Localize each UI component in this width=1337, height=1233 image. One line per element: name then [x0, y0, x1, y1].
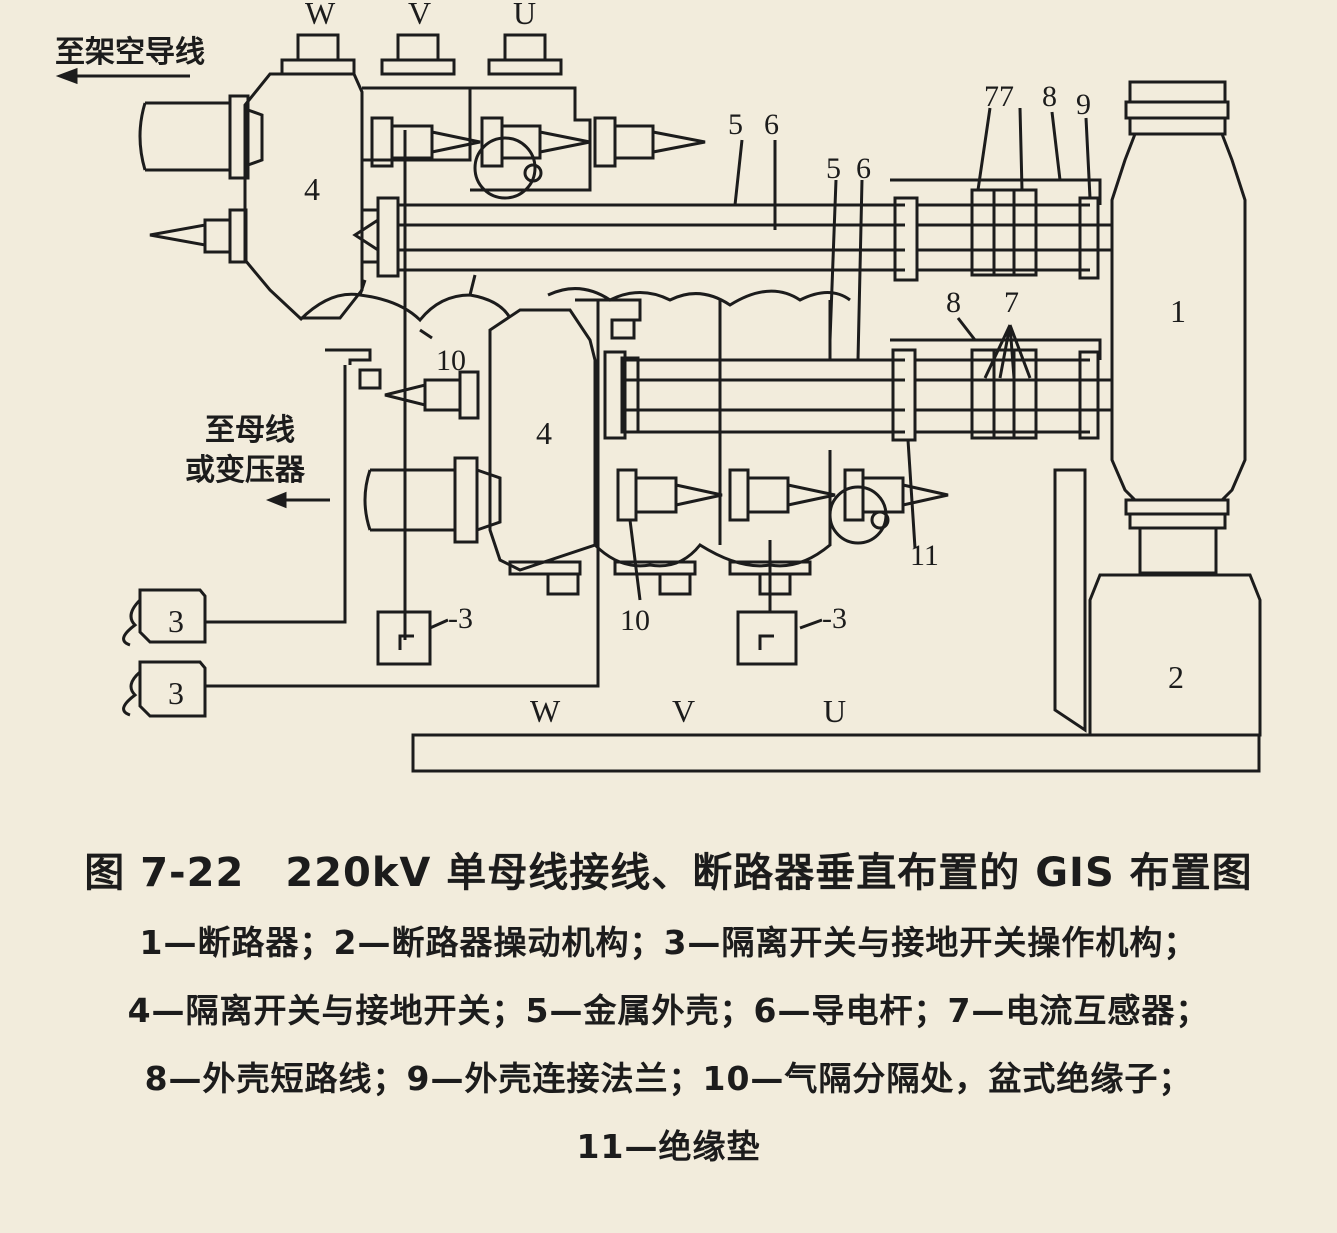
- phase-label-top-w: W: [305, 0, 336, 31]
- upper-bus-duct: [398, 178, 1112, 282]
- phase-label-bottom-w: W: [530, 693, 561, 729]
- gis-layout-diagram: W V U 至架空导线 至母线 或变压器 1 2 4 4 5 6 5 6 77 …: [55, 0, 1262, 773]
- label-8-lower: 8: [946, 286, 961, 319]
- label-77: 77: [984, 80, 1014, 113]
- label-6-lower: 6: [856, 152, 871, 185]
- circuit-breaker: [1110, 80, 1247, 575]
- label-3-left-a: 3: [168, 603, 184, 639]
- disconnector-mechanisms: [122, 588, 798, 718]
- phase-label-bottom-u: U: [823, 693, 846, 729]
- label-10-upper: 10: [436, 344, 466, 377]
- base-frame: [411, 733, 1261, 773]
- legend-line-4: 11—绝缘垫: [576, 1127, 761, 1166]
- control-wiring: [205, 130, 772, 688]
- legend-line-2: 4—隔离开关与接地开关；5—金属外壳；6—导电杆；7—电流互感器；: [127, 991, 1210, 1030]
- label-to-overhead: 至架空导线: [55, 35, 205, 70]
- figure-caption: 图 7-22 220kV 单母线接线、断路器垂直布置的 GIS 布置图 1—断路…: [0, 840, 1337, 1188]
- upper-disconnector-group: [138, 33, 706, 320]
- arrow-to-bus: [265, 491, 330, 509]
- caption-title: 图 7-22 220kV 单母线接线、断路器垂直布置的 GIS 布置图: [84, 850, 1253, 896]
- enclosure-arches: [298, 274, 512, 323]
- arrow-to-overhead: [55, 67, 190, 85]
- label-3-right: -3: [822, 602, 847, 635]
- phase-label-top-u: U: [513, 0, 536, 31]
- legend-line-1: 1—断路器；2—断路器操动机构；3—隔离开关与接地开关操作机构；: [139, 923, 1198, 962]
- breaker-mechanism: [1053, 468, 1262, 737]
- label-10-lower: 10: [620, 604, 650, 637]
- label-8-upper: 8: [1042, 80, 1057, 113]
- label-11: 11: [910, 539, 939, 572]
- label-to-bus-1: 至母线: [205, 413, 295, 448]
- label-6-upper: 6: [764, 108, 779, 141]
- label-1: 1: [1170, 293, 1186, 329]
- label-5-lower: 5: [826, 152, 841, 185]
- label-7-lower: 7: [1004, 286, 1019, 319]
- phase-label-bottom-v: V: [672, 693, 695, 729]
- label-5-upper: 5: [728, 108, 743, 141]
- phase-label-top-v: V: [408, 0, 431, 31]
- label-3-left-b: 3: [168, 675, 184, 711]
- label-to-bus-2: 或变压器: [185, 453, 306, 488]
- label-4-upper: 4: [304, 171, 320, 207]
- label-4-lower: 4: [536, 415, 552, 451]
- label-9: 9: [1076, 88, 1091, 121]
- label-2: 2: [1168, 659, 1184, 695]
- label-3-mid: -3: [448, 602, 473, 635]
- legend-line-3: 8—外壳短路线；9—外壳连接法兰；10—气隔分隔处，盆式绝缘子；: [144, 1059, 1193, 1098]
